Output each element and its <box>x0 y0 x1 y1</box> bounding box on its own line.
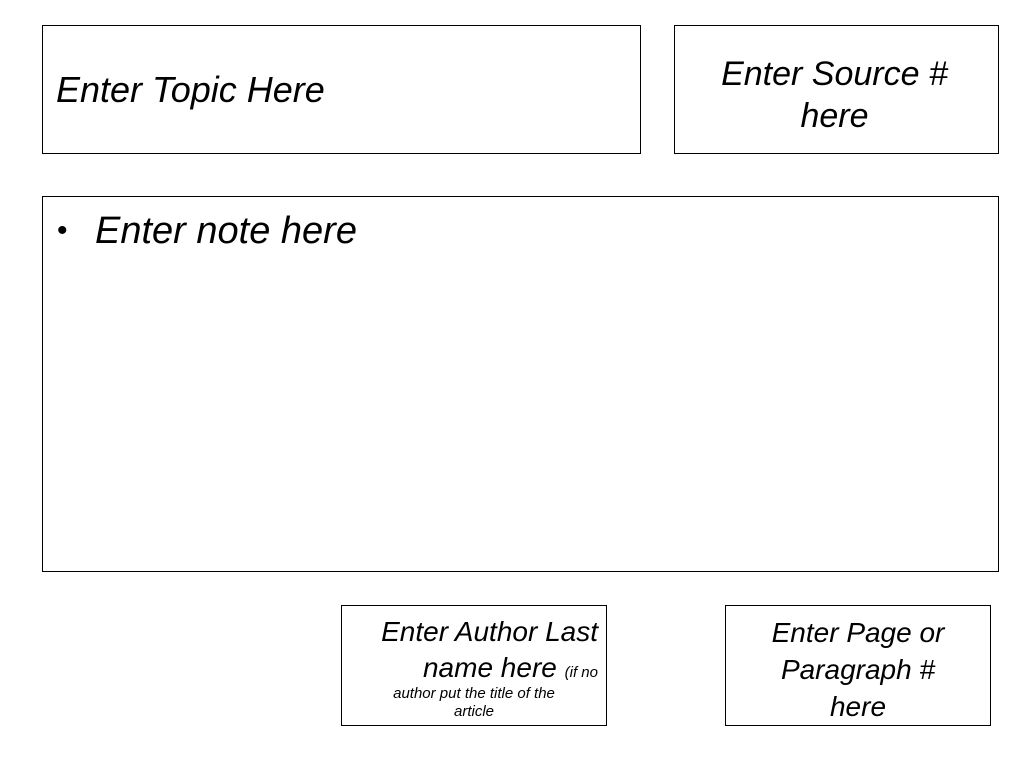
author-placeholder-line2: name here (if no <box>350 650 598 686</box>
bullet-icon: • <box>57 214 68 247</box>
author-placeholder-line1: Enter Author Last <box>381 616 598 647</box>
note-bullet-item: • Enter note here <box>57 209 998 253</box>
author-hint-line1: author put the title of the <box>393 685 555 702</box>
page-paragraph-box[interactable]: Enter Page or Paragraph # here <box>725 605 991 726</box>
page-placeholder-line2: Paragraph # <box>780 654 936 685</box>
page-placeholder-line1: Enter Page or <box>771 617 945 648</box>
note-box[interactable]: • Enter note here <box>42 196 999 572</box>
author-hint-line2: article <box>453 703 494 720</box>
page-placeholder-line3: here <box>829 691 887 722</box>
author-placeholder-name: name here <box>422 652 557 683</box>
topic-box[interactable]: Enter Topic Here <box>42 25 641 154</box>
author-hint-inline: (if no <box>564 664 598 681</box>
topic-placeholder: Enter Topic Here <box>56 68 325 110</box>
source-placeholder-line1: Enter Source # <box>721 55 948 93</box>
source-number-box[interactable]: Enter Source # here <box>674 25 999 154</box>
source-placeholder-line2: here <box>800 97 869 135</box>
note-placeholder: Enter note here <box>95 210 357 252</box>
author-box[interactable]: Enter Author Last name here (if no autho… <box>341 605 607 726</box>
